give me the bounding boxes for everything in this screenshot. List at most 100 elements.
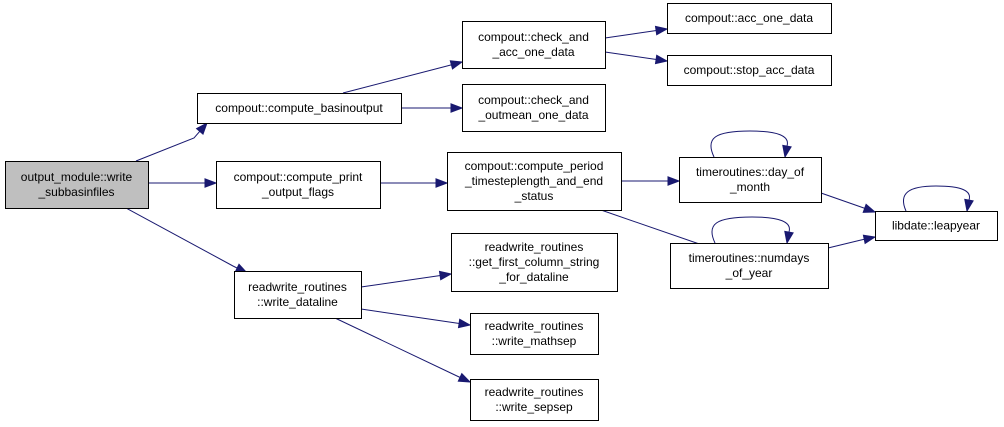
- node-day-of-month[interactable]: timeroutines::day_of_month: [679, 157, 822, 203]
- node-box: [670, 243, 829, 289]
- node-label-line: readwrite_routines: [485, 240, 584, 254]
- node-box: [234, 271, 362, 319]
- edge-write-dataline-to-write-sepsep: [334, 317, 472, 383]
- edge-compute-period-to-day-of-month: [621, 176, 681, 186]
- node-compute-basinoutput[interactable]: compout::compute_basinoutput: [197, 93, 402, 124]
- edge-compute-basinoutput-to-check-and-outmean-one-data: [401, 103, 464, 113]
- arrowhead-icon: [654, 54, 669, 65]
- node-label-line: compout::compute_period: [465, 159, 604, 173]
- node-label-line: _subbasinfiles: [37, 185, 114, 199]
- arrowhead-icon: [862, 203, 877, 213]
- edge-numdays-of-year-to-numdays-of-year: [711, 216, 794, 245]
- arrowhead-icon: [457, 318, 472, 329]
- edge-day-of-month-to-day-of-month: [710, 130, 792, 159]
- arrowhead-icon: [784, 230, 794, 245]
- node-write-sepsep[interactable]: readwrite_routines::write_sepsep: [470, 379, 599, 421]
- edge-leapyear-to-leapyear: [903, 185, 974, 213]
- node-label-line: _acc_one_data: [491, 45, 574, 59]
- arrowhead-icon: [438, 270, 453, 281]
- node-label-line: ::get_first_column_string: [469, 255, 600, 269]
- node-numdays-of-year[interactable]: timeroutines::numdays_of_year: [670, 243, 829, 289]
- node-box: [462, 84, 606, 132]
- node-label-line: timeroutines::day_of: [696, 165, 805, 179]
- edge-line: [342, 61, 463, 94]
- edge-line: [711, 216, 790, 244]
- node-box: [667, 3, 832, 34]
- edge-write-dataline-to-get-first-column-string: [360, 270, 453, 288]
- edge-write-subbasinfiles-to-compute-print-output-flags: [148, 178, 218, 188]
- arrowhead-icon: [195, 121, 208, 135]
- arrowhead-icon: [964, 198, 974, 213]
- arrowhead-icon: [667, 176, 681, 186]
- edge-write-subbasinfiles-to-compute-basinoutput: [135, 121, 208, 162]
- node-box: [470, 379, 599, 421]
- node-box: [667, 55, 832, 86]
- edge-day-of-month-to-leapyear: [820, 192, 877, 213]
- edge-write-dataline-to-write-mathsep: [360, 308, 472, 329]
- edge-line: [360, 273, 452, 288]
- edge-write-subbasinfiles-to-write-dataline: [114, 201, 249, 274]
- node-label-line: compout::check_and: [478, 93, 589, 107]
- node-acc-one-data[interactable]: compout::acc_one_data: [667, 3, 832, 34]
- arrowhead-icon: [450, 103, 464, 113]
- edge-numdays-of-year-to-leapyear: [827, 234, 877, 249]
- node-box: [875, 211, 998, 241]
- node-write-mathsep[interactable]: readwrite_routines::write_mathsep: [470, 313, 599, 355]
- arrowhead-icon: [204, 178, 218, 188]
- node-label-line: timeroutines::numdays: [689, 251, 810, 265]
- node-box: [451, 233, 618, 292]
- arrowhead-icon: [449, 60, 464, 70]
- arrowhead-icon: [654, 25, 669, 36]
- node-check-and-acc-one-data[interactable]: compout::check_and_acc_one_data: [462, 21, 606, 69]
- node-write-subbasinfiles[interactable]: output_module::write_subbasinfiles: [5, 161, 149, 209]
- node-label-line: libdate::leapyear: [892, 219, 980, 233]
- node-label-line: _output_flags: [261, 185, 334, 199]
- edge-line: [903, 185, 971, 212]
- edge-line: [360, 308, 471, 326]
- node-label-line: ::write_mathsep: [492, 334, 577, 348]
- node-label-line: ::write_sepsep: [495, 400, 573, 414]
- edge-line: [114, 201, 248, 274]
- arrowhead-icon: [782, 144, 792, 159]
- node-box: [216, 161, 381, 209]
- edge-check-and-acc-one-data-to-acc-one-data: [604, 25, 669, 39]
- node-label-line: readwrite_routines: [248, 280, 347, 294]
- node-label-line: readwrite_routines: [485, 319, 584, 333]
- edge-compute-basinoutput-to-check-and-acc-one-data: [342, 60, 464, 94]
- node-label-line: _outmean_one_data: [477, 108, 588, 122]
- node-compute-period[interactable]: compout::compute_period_timesteplength_a…: [447, 152, 622, 211]
- arrowhead-icon: [435, 178, 449, 188]
- node-compute-print-output-flags[interactable]: compout::compute_print_output_flags: [216, 161, 381, 209]
- node-get-first-column-string[interactable]: readwrite_routines::get_first_column_str…: [451, 233, 618, 292]
- node-label-line: _month: [729, 180, 770, 194]
- node-label-line: _of_year: [725, 266, 773, 280]
- node-label-line: compout::compute_print: [234, 170, 363, 184]
- node-label-line: compout::check_and: [478, 30, 589, 44]
- node-label-line: compout::stop_acc_data: [684, 63, 815, 77]
- node-box: [470, 313, 599, 355]
- node-label-line: output_module::write: [21, 170, 133, 184]
- node-box: [462, 21, 606, 69]
- edge-line: [334, 317, 471, 383]
- node-write-dataline[interactable]: readwrite_routines::write_dataline: [234, 271, 362, 319]
- node-box: [197, 93, 402, 124]
- node-stop-acc-data[interactable]: compout::stop_acc_data: [667, 55, 832, 86]
- node-label-line: compout::acc_one_data: [685, 11, 813, 25]
- node-label-line: _status: [514, 189, 554, 203]
- node-label-line: compout::compute_basinoutput: [215, 101, 383, 115]
- node-box: [5, 161, 149, 209]
- node-box: [447, 152, 622, 211]
- arrowhead-icon: [862, 234, 877, 245]
- node-leapyear[interactable]: libdate::leapyear: [875, 211, 998, 241]
- node-label-line: readwrite_routines: [485, 385, 584, 399]
- nodes-layer: output_module::write_subbasinfiles compou…: [5, 3, 998, 421]
- node-box: [679, 157, 822, 203]
- node-label-line: _for_dataline: [498, 270, 569, 284]
- edge-check-and-acc-one-data-to-stop-acc-data: [604, 51, 669, 65]
- edge-compute-print-output-flags-to-compute-period: [380, 178, 449, 188]
- edge-line: [710, 130, 788, 158]
- node-label-line: ::write_dataline: [257, 295, 338, 309]
- node-check-and-outmean-one-data[interactable]: compout::check_and_outmean_one_data: [462, 84, 606, 132]
- arrowhead-icon: [457, 372, 472, 383]
